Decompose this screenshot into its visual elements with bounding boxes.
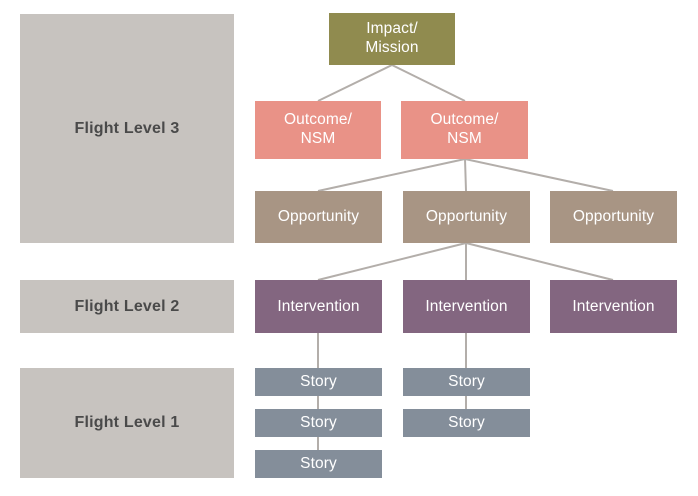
node-opportunity-3[interactable]: Opportunity: [550, 191, 677, 243]
node-label-line-1: Story: [448, 414, 485, 432]
connector-outcome-nsm-right-to-opportunity-2: [464, 158, 467, 192]
node-label-line-1: Story: [448, 373, 485, 391]
node-label-line-1: Story: [300, 455, 337, 473]
connector-impact-mission-to-outcome-nsm-left: [317, 64, 393, 102]
node-story-2-1[interactable]: Story: [403, 368, 530, 396]
node-impact-mission[interactable]: Impact/Mission: [329, 13, 455, 65]
node-story-2-2[interactable]: Story: [403, 409, 530, 437]
node-label-line-1: Story: [300, 373, 337, 391]
node-intervention-3[interactable]: Intervention: [550, 280, 677, 333]
node-story-1-1[interactable]: Story: [255, 368, 382, 396]
node-label-line-1: Outcome/: [284, 111, 352, 129]
node-label-line-1: Impact/: [366, 20, 418, 38]
flight-level-label: Flight Level 1: [74, 414, 180, 431]
connector-opportunity-2-to-intervention-3: [465, 242, 614, 281]
connector-outcome-nsm-right-to-opportunity-1: [317, 158, 466, 192]
node-label-line-1: Outcome/: [430, 111, 499, 129]
node-label-line-2: NSM: [300, 130, 336, 147]
node-label-line-2: NSM: [447, 130, 482, 147]
flight-level-band-1: Flight Level 1: [20, 368, 234, 478]
node-label-line-1: Intervention: [572, 297, 655, 315]
flight-level-label: Flight Level 3: [74, 119, 180, 137]
node-intervention-2[interactable]: Intervention: [403, 280, 530, 333]
flight-level-band-3: Flight Level 3: [20, 14, 234, 243]
node-label-line-1: Intervention: [277, 297, 360, 315]
node-label-line-1: Opportunity: [277, 208, 360, 226]
connector-outcome-nsm-right-to-opportunity-3: [464, 158, 614, 192]
node-opportunity-1[interactable]: Opportunity: [255, 191, 382, 243]
node-label-line-2: Mission: [365, 39, 419, 56]
connector-opportunity-2-to-intervention-1: [317, 242, 467, 281]
node-story-1-2[interactable]: Story: [255, 409, 382, 437]
node-label-line-1: Story: [300, 414, 337, 432]
node-outcome-nsm-right[interactable]: Outcome/NSM: [401, 101, 528, 159]
node-label-line-1: Intervention: [425, 297, 508, 315]
node-intervention-1[interactable]: Intervention: [255, 280, 382, 333]
connector-impact-mission-to-outcome-nsm-right: [391, 64, 466, 102]
node-opportunity-2[interactable]: Opportunity: [403, 191, 530, 243]
node-outcome-nsm-left[interactable]: Outcome/NSM: [255, 101, 381, 159]
flight-level-label: Flight Level 2: [74, 297, 180, 315]
node-story-1-3[interactable]: Story: [255, 450, 382, 478]
flight-level-band-2: Flight Level 2: [20, 280, 234, 333]
node-label-line-1: Opportunity: [572, 208, 655, 226]
node-label-line-1: Opportunity: [425, 208, 508, 226]
